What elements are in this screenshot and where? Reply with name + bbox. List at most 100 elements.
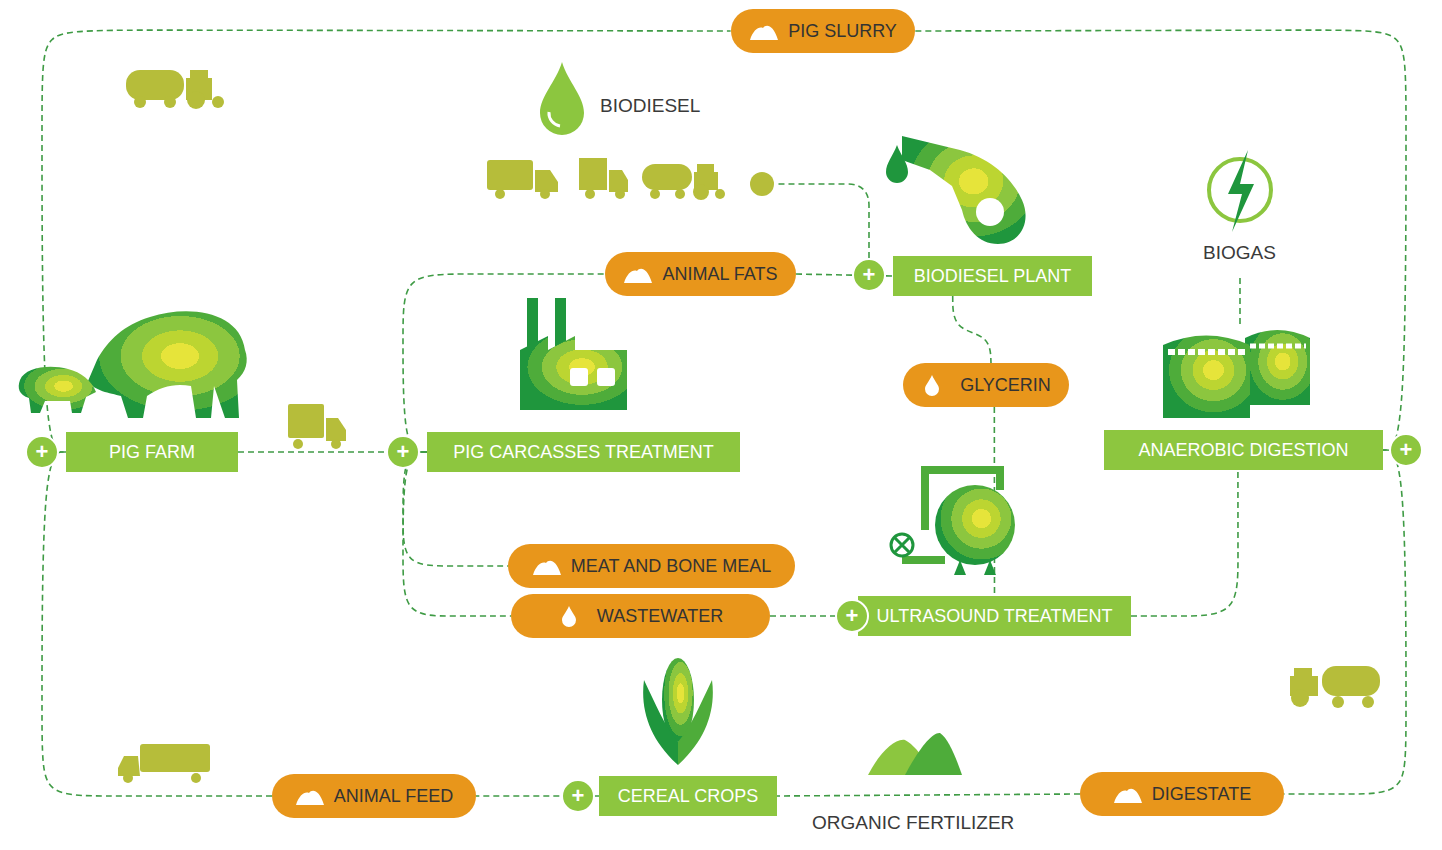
factory-icon-part [597,368,615,386]
product-pill: GLYCERIN [903,363,1070,407]
node-label: BIODIESEL PLANT [914,266,1071,287]
truck-icons-part [693,184,709,200]
truck-icons-part [609,170,628,192]
node-label: MEAT AND BONE MEAL [571,556,771,577]
corn-icon [643,658,713,765]
corn-icon-part [678,680,713,765]
product-icon [623,263,653,285]
product-icon [532,555,562,577]
process-box: CEREAL CROPS [599,776,776,816]
product-icon-shape [296,791,324,805]
process-box: PIG CARCASSES TREATMENT [427,432,740,472]
pig-sow [88,311,247,418]
plus-marker: + [852,258,886,292]
product-icon [749,20,779,42]
plus-marker: + [386,435,420,469]
factory-icon-part [570,368,588,386]
digester-tanks-part [1250,344,1306,349]
truck-icons-part [288,404,324,438]
product-icon-shape [533,561,561,575]
node-label: GLYCERIN [960,375,1051,396]
node-label: DIGESTATE [1152,784,1251,805]
flow-connector [42,452,272,796]
truck-icons-part [1332,696,1344,708]
biodiesel-drop-part [549,112,560,126]
flow-connector [953,296,991,363]
product-pill: ANIMAL FEED [272,774,476,818]
flow-connector [42,30,731,452]
flow-connector [1131,470,1238,616]
process-box: PIG FARM [66,432,238,472]
truck-icons-part [1291,689,1309,707]
node-label: ANAEROBIC DIGESTION [1138,440,1348,461]
product-icon [295,785,325,807]
pig-piglet-part [19,367,96,413]
truck-icons-part [191,773,201,783]
truck-icons-part [164,96,176,108]
truck-icons-part [187,91,205,109]
truck-icons-part [650,189,660,199]
truck-icons-part [1294,668,1312,676]
truck-icons-part [615,189,625,199]
ultrasound-tank-part [895,538,909,552]
factory-icon-part [520,336,627,410]
truck-icons-part [326,418,346,441]
node-label: ANIMAL FATS [662,264,777,285]
biogas-symbol-part [1228,150,1254,232]
truck-icons-part [697,164,714,172]
node-label: ANIMAL FEED [334,786,453,807]
truck-icons-part [585,189,595,199]
node-label: WASTEWATER [597,606,723,627]
product-icon-shape [1114,789,1142,803]
ultrasound-tank-part [935,485,1015,565]
digester-tanks-part [1245,330,1310,405]
product-pill: DIGESTATE [1080,772,1284,816]
product-pill: WASTEWATER [511,594,770,638]
product-icon [921,374,951,396]
truck-icons-part [190,70,208,78]
process-box: BIODIESEL PLANT [893,256,1092,296]
product-pill: ANIMAL FATS [605,252,796,296]
product-icon-shape [750,26,778,40]
factory-icon [520,298,627,410]
fuel-nozzle-part [902,136,1026,244]
truck-icons-part [540,189,550,199]
pig-sow-part [88,311,247,418]
plus-marker: + [1389,433,1423,467]
truck-icons-part [331,439,341,449]
truck-icons-part [123,773,133,783]
truck-icons-part [293,439,303,449]
fuel-nozzle [886,136,1026,244]
product-icon [558,605,588,627]
biodiesel-drop [540,62,584,135]
node-label: CEREAL CROPS [618,786,758,807]
truck-icons-part [535,170,558,192]
product-icon-shape [925,375,939,396]
truck-icons [118,70,1380,783]
process-box: ULTRASOUND TREATMENT [858,596,1131,636]
truck-icons-part [212,96,224,108]
fertilizer-heap-part [905,733,962,775]
digester-tanks [1163,330,1310,418]
biodiesel-feed-line-part [776,184,869,258]
plus-marker: + [561,779,595,813]
ultrasound-tank [891,470,1015,575]
truck-icons-part [495,189,505,199]
product-label: BIODIESEL [600,95,700,117]
digester-tanks-part [1163,336,1250,419]
ultrasound-tank-part [902,556,945,564]
product-icon-shape [624,269,652,283]
truck-icons-part [675,189,685,199]
flow-connector [403,452,511,616]
node-label: PIG FARM [109,442,195,463]
truck-icons-part [487,160,533,190]
ultrasound-tank-part [954,560,996,575]
biogas-symbol [1209,150,1271,232]
process-box: ANAEROBIC DIGESTION [1104,430,1383,470]
truck-icons-part [715,189,725,199]
truck-icons-part [140,744,210,772]
node-label: PIG SLURRY [788,21,897,42]
